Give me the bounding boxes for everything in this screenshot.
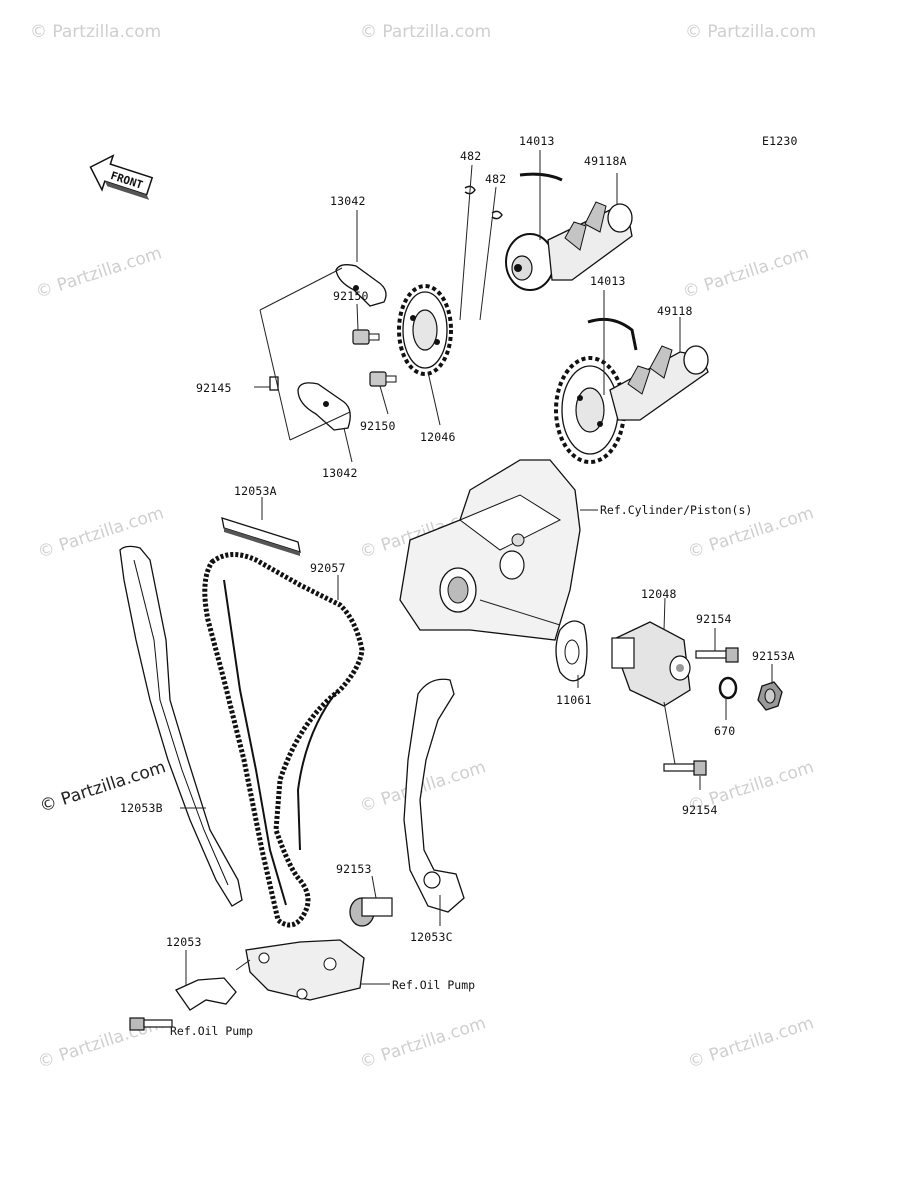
watermark: © Partzilla.com (33, 243, 164, 303)
watermark: © Partzilla.com (685, 22, 816, 42)
ref-cylinder: Ref.Cylinder/Piston(s) (600, 503, 752, 517)
label-12053A: 12053A (234, 484, 277, 498)
watermark: © Partzilla.com (35, 503, 166, 563)
label-92153: 92153 (336, 862, 372, 876)
o-ring-670 (718, 676, 738, 700)
chain-guide-12053 (175, 977, 237, 1011)
label-13042-bottom: 13042 (322, 466, 358, 480)
bolt-oil-pump (129, 1017, 173, 1031)
leader-lines (180, 150, 773, 985)
label-49118A: 49118A (584, 154, 627, 168)
chain-guide-12053A (221, 517, 301, 556)
label-12048: 12048 (641, 587, 677, 601)
label-92150-top: 92150 (333, 289, 369, 303)
pivot-bolt-92153 (349, 897, 393, 927)
bolt-92154-bottom (663, 760, 707, 776)
label-12046: 12046 (420, 430, 456, 444)
ref-oil-pump-left: Ref.Oil Pump (170, 1024, 253, 1038)
label-12053C: 12053C (410, 930, 453, 944)
label-92145: 92145 (196, 381, 232, 395)
label-482-b: 482 (485, 172, 506, 186)
watermark: © Partzilla.com (30, 22, 161, 42)
label-92150-bottom: 92150 (360, 419, 396, 433)
bolt-92150-top (352, 329, 380, 345)
watermark: © Partzilla.com (360, 22, 491, 42)
label-12053: 12053 (166, 935, 202, 949)
clip-482-b (491, 210, 503, 220)
part-labels: 13042 482 482 14013 49118A 92150 14013 4… (120, 134, 795, 1038)
label-670: 670 (714, 724, 735, 738)
watermark: © Partzilla.com (357, 1013, 488, 1073)
cap-nut-92153A (757, 681, 783, 711)
label-11061: 11061 (556, 693, 592, 707)
assembly-lines (259, 267, 351, 441)
gasket-11061 (555, 620, 588, 682)
bolt-92154-top (695, 647, 739, 663)
ref-oil-pump-right: Ref.Oil Pump (392, 978, 475, 992)
chain-guide-12053C (403, 678, 465, 913)
diagram-code: E1230 (762, 134, 798, 148)
label-92153A: 92153A (752, 649, 795, 663)
camshaft-intake-49118 (554, 317, 709, 464)
camshaft-exhaust-49118A (505, 172, 633, 291)
bolt-92150-bottom (369, 371, 397, 387)
decompression-weight-bottom (297, 382, 351, 431)
label-92154-top: 92154 (696, 612, 732, 626)
cam-chain-92057 (202, 552, 365, 928)
label-12053B: 12053B (120, 801, 163, 815)
chain-tensioner-12048 (611, 621, 691, 707)
label-14013-top: 14013 (519, 134, 555, 148)
label-49118: 49118 (657, 304, 693, 318)
cam-sprocket-12046 (397, 284, 453, 376)
cylinder-block (399, 459, 581, 641)
label-482-a: 482 (460, 149, 481, 163)
label-92057: 92057 (310, 561, 346, 575)
label-14013-mid: 14013 (590, 274, 626, 288)
label-13042-top: 13042 (330, 194, 366, 208)
decompression-weight-top (335, 264, 387, 307)
watermark: © Partzilla.com (680, 243, 811, 303)
label-92154-bottom: 92154 (682, 803, 718, 817)
front-arrow-icon: FRONT (89, 154, 154, 200)
pin-92145 (269, 376, 279, 391)
watermark: © Partzilla.com (685, 1013, 816, 1073)
chain-guide-12053B (119, 545, 243, 907)
oil-pump-bracket (245, 939, 365, 1001)
